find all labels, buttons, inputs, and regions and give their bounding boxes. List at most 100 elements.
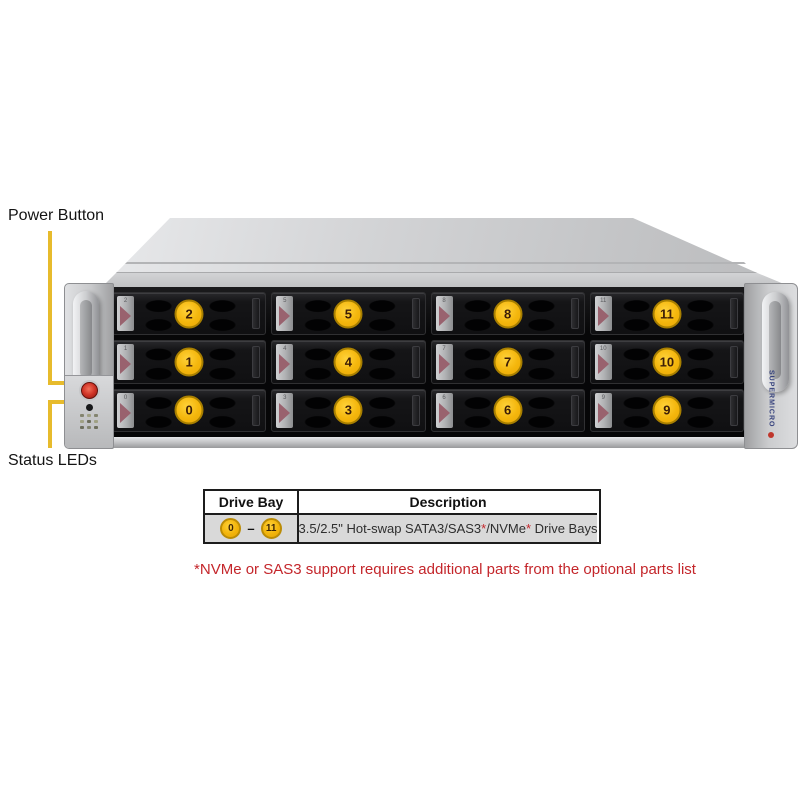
drive-tray: 10 10 [589, 340, 744, 384]
handle-recess [80, 300, 92, 378]
drive-tray: 1 1 [112, 340, 267, 384]
tray-release-slot [411, 298, 420, 330]
header-description: Description [297, 491, 597, 513]
tray-latch: 7 [435, 344, 453, 380]
status-callout-line [48, 400, 52, 448]
bay-number-badge: 8 [493, 299, 523, 329]
latch-number: 11 [600, 298, 607, 304]
status-led-row [80, 420, 98, 423]
latch-triangle-icon [597, 306, 609, 326]
tray-latch: 0 [117, 392, 134, 428]
tray-release-slot [570, 298, 579, 330]
drive-tray: 6 6 [430, 388, 585, 432]
latch-number: 10 [599, 346, 607, 353]
bay-number-badge: 10 [652, 347, 682, 377]
description-cell: 3.5/2.5" Hot-swap SATA3/SAS3*/NVMe* Driv… [297, 513, 597, 542]
bay-end-badge: 11 [260, 518, 282, 539]
latch-triangle-icon [120, 354, 131, 375]
drive-tray: 2 2 [112, 292, 267, 336]
latch-triangle-icon [279, 354, 291, 375]
tray-latch: 1 [117, 344, 134, 380]
latch-number: 9 [601, 394, 605, 401]
bay-number-badge: 11 [652, 299, 682, 329]
chassis-front-bevel [100, 272, 796, 289]
tray-release-slot [730, 394, 738, 426]
chassis-bottom-rail [100, 437, 796, 448]
reset-button-icon [85, 404, 93, 411]
bay-number-badge: 9 [652, 395, 682, 425]
latch-number: 4 [283, 346, 287, 353]
tray-release-slot [411, 346, 420, 378]
tray-latch: 11 [594, 296, 612, 332]
latch-number: 2 [123, 298, 128, 304]
tray-release-slot [730, 298, 738, 330]
bay-number-badge: 0 [174, 395, 204, 425]
bay-number-badge: 2 [174, 299, 204, 329]
supermicro-logo: SUPERMICRO [767, 370, 775, 428]
drive-tray: 3 3 [271, 388, 426, 432]
footnote-text: *NVMe or SAS3 support requires additiona… [194, 561, 696, 578]
handle-recess [769, 301, 781, 379]
bay-number-badge: 4 [333, 347, 363, 377]
tray-latch: 8 [435, 296, 453, 332]
bay-number-badge: 7 [493, 347, 523, 377]
latch-number: 6 [442, 394, 446, 401]
latch-number: 8 [442, 298, 446, 304]
tray-release-slot [252, 394, 261, 426]
power-button-icon [80, 382, 98, 399]
left-rack-ear [64, 283, 114, 449]
latch-triangle-icon [279, 306, 291, 326]
drive-tray: 9 9 [589, 388, 744, 432]
bay-number-badge: 1 [174, 347, 204, 377]
bay-number-badge: 6 [493, 395, 523, 425]
tray-release-slot [411, 394, 420, 426]
chassis-top-seam [125, 262, 746, 264]
tray-release-slot [252, 298, 261, 330]
drive-bay-grid: 2 2 5 5 8 8 11 11 1 1 4 4 [112, 292, 744, 432]
latch-triangle-icon [279, 402, 291, 423]
tray-latch: 5 [276, 296, 294, 332]
drive-tray: 8 8 [430, 292, 585, 336]
bay-number-badge: 3 [333, 395, 363, 425]
description-text: 3.5/2.5" Hot-swap SATA3/SAS3*/NVMe* Driv… [298, 521, 598, 536]
tray-release-slot [570, 394, 579, 426]
latch-triangle-icon [597, 402, 609, 423]
latch-triangle-icon [438, 354, 450, 375]
drive-tray: 7 7 [430, 340, 585, 384]
latch-number: 0 [123, 394, 128, 401]
drive-tray: 4 4 [271, 340, 426, 384]
range-dash: – [247, 521, 255, 536]
latch-triangle-icon [438, 306, 450, 326]
latch-triangle-icon [597, 354, 609, 375]
tray-release-slot [570, 346, 579, 378]
bay-start-badge: 0 [220, 518, 242, 539]
tray-latch: 4 [276, 344, 294, 380]
status-led-row [80, 414, 98, 417]
tray-latch: 6 [435, 392, 453, 428]
table-data-row: 0 – 11 3.5/2.5" Hot-swap SATA3/SAS3*/NVM… [205, 513, 599, 542]
tray-release-slot [730, 346, 738, 378]
drive-tray: 0 0 [112, 388, 267, 432]
tray-latch: 9 [594, 392, 612, 428]
tray-latch: 3 [276, 392, 294, 428]
right-rack-ear: SUPERMICRO [744, 283, 798, 449]
power-callout-line [48, 231, 52, 385]
status-leds-label: Status LEDs [8, 452, 97, 469]
latch-number: 3 [283, 394, 287, 401]
tray-latch: 2 [117, 296, 134, 332]
tray-release-slot [252, 346, 261, 378]
control-panel [65, 375, 113, 448]
drive-bay-table: Drive Bay Description 0 – 11 3.5/2.5" Ho… [203, 489, 601, 544]
left-handle [73, 291, 99, 387]
drive-tray: 11 11 [589, 292, 744, 336]
table-header-row: Drive Bay Description [205, 491, 599, 513]
tray-latch: 10 [594, 344, 612, 380]
latch-number: 7 [442, 346, 446, 353]
power-button-label: Power Button [8, 207, 105, 224]
supermicro-logo-dot-icon [768, 432, 774, 438]
latch-triangle-icon [438, 402, 450, 423]
bay-range-cell: 0 – 11 [205, 513, 297, 542]
latch-triangle-icon [120, 402, 131, 423]
drive-tray: 5 5 [271, 292, 426, 336]
